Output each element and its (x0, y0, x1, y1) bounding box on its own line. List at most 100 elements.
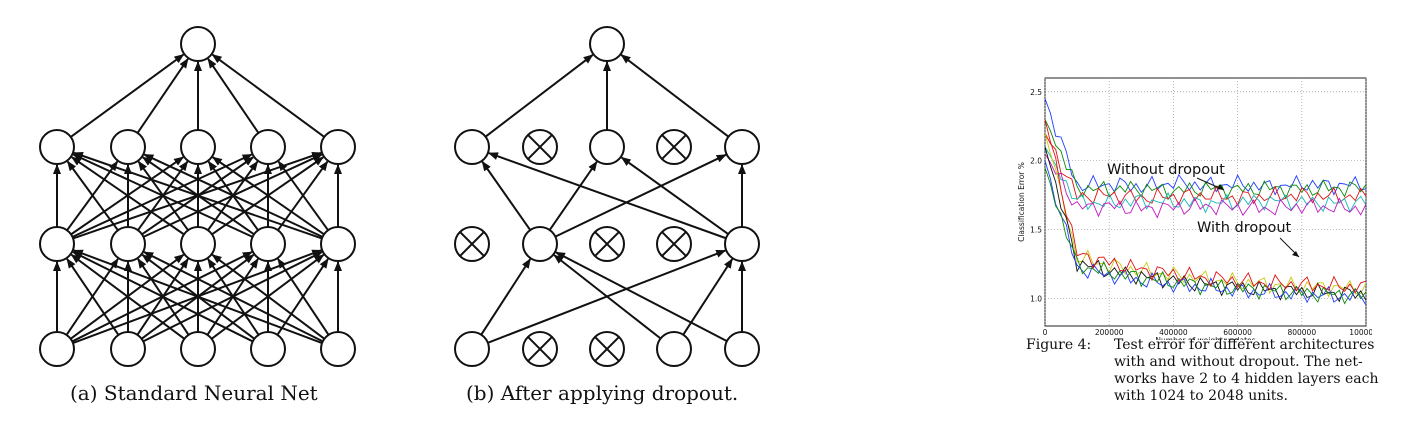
neuron (39, 331, 75, 367)
x-axis-label: Number of weight updates (1155, 336, 1255, 340)
connection-edge (72, 251, 254, 343)
diagram-a-caption: (a) Standard Neural Net (70, 381, 318, 405)
figure-label: Figure 4: (1026, 337, 1092, 353)
neuron (454, 129, 490, 165)
series-line (1045, 160, 1366, 306)
x-tick-label: 0 (1043, 328, 1048, 337)
y-tick-label: 1.5 (1030, 226, 1042, 235)
connection-edge (481, 160, 532, 231)
connection-edge (136, 58, 189, 134)
connection-edge (207, 160, 259, 231)
connection-edge (277, 160, 329, 231)
connection-edge (211, 254, 325, 340)
arrowhead (1292, 251, 1299, 257)
connection-edge (73, 151, 323, 240)
x-tick-label: 600000 (1223, 328, 1252, 337)
connection-edge (136, 258, 189, 336)
dropped-neuron (454, 226, 490, 262)
neuron (39, 129, 75, 165)
annotation-with-dropout: With dropout (1197, 220, 1292, 236)
connection-edge (484, 54, 594, 138)
connection-edge (137, 258, 190, 336)
dropped-neuron (656, 226, 692, 262)
caption-line: with 1024 to 2048 units. (1114, 388, 1288, 404)
neuron (724, 129, 760, 165)
neuron (320, 129, 356, 165)
caption-line: works have 2 to 4 hidden layers each (1114, 371, 1379, 387)
y-tick-label: 1.0 (1030, 294, 1042, 303)
connection-edge (211, 53, 325, 138)
connection-edge (620, 54, 730, 138)
connection-edge (620, 156, 729, 235)
y-tick-label: 2.5 (1030, 88, 1042, 97)
neuron (110, 129, 146, 165)
connection-edge (72, 249, 323, 344)
series-line (1045, 132, 1366, 298)
neuron (180, 226, 216, 262)
neuron (110, 226, 146, 262)
neuron (589, 26, 625, 62)
connection-edge (682, 258, 734, 336)
neuron (656, 331, 692, 367)
y-axis-label: Classification Error % (1017, 162, 1026, 242)
connection-edge (141, 156, 255, 236)
connection-edge (142, 251, 323, 343)
connection-edge (66, 160, 119, 231)
neuron (39, 226, 75, 262)
connection-edge (553, 254, 662, 340)
neuron (320, 331, 356, 367)
connection-edge (70, 156, 184, 236)
connection-edge (211, 254, 325, 340)
neuron (180, 129, 216, 165)
connection-edge (141, 156, 255, 236)
neuron (110, 331, 146, 367)
neuron (250, 331, 286, 367)
connection-edge (66, 160, 119, 231)
connection-edge (211, 156, 325, 236)
series-line (1045, 119, 1366, 294)
connection-edge (141, 254, 255, 340)
connection-edge (480, 258, 532, 336)
connection-edge (211, 156, 325, 236)
connection-edge (70, 253, 185, 340)
connection-edge (276, 258, 329, 336)
diagram-b-caption: (b) After applying dropout. (466, 381, 739, 405)
neuron (180, 331, 216, 367)
series-line (1045, 153, 1366, 219)
connection-edge (555, 251, 728, 343)
dropped-neuron (589, 331, 625, 367)
x-tick-label: 1000000 (1349, 328, 1372, 337)
connection-edge (487, 249, 727, 344)
neuron (454, 331, 490, 367)
dropped-neuron (589, 226, 625, 262)
connection-edge (70, 253, 185, 340)
connection-edge (277, 258, 330, 336)
neuron (724, 226, 760, 262)
connection-edge (70, 53, 185, 138)
series-line (1045, 132, 1366, 206)
connection-edge (137, 160, 189, 231)
connection-edge (277, 160, 329, 231)
x-tick-label: 200000 (1095, 328, 1124, 337)
connection-edge (65, 258, 119, 336)
caption-line: with and without dropout. The net- (1114, 354, 1363, 370)
arrowhead (1217, 184, 1224, 190)
connection-edge (72, 151, 322, 240)
neuron (320, 226, 356, 262)
dropped-neuron (522, 331, 558, 367)
connection-edge (207, 58, 260, 134)
connection-edge (66, 258, 120, 336)
series-line (1045, 146, 1366, 303)
connection-edge (207, 160, 259, 231)
connection-edge (143, 153, 323, 238)
connection-edge (548, 160, 598, 231)
dropped-neuron (656, 129, 692, 165)
series-line (1045, 167, 1366, 305)
series-line (1045, 146, 1366, 214)
neuron (724, 331, 760, 367)
connection-edge (554, 153, 727, 238)
neuron (180, 26, 216, 62)
caption-line: Test error for different architectures (1114, 337, 1375, 353)
x-tick-label: 400000 (1159, 328, 1188, 337)
annotation-without-dropout: Without dropout (1107, 162, 1225, 178)
